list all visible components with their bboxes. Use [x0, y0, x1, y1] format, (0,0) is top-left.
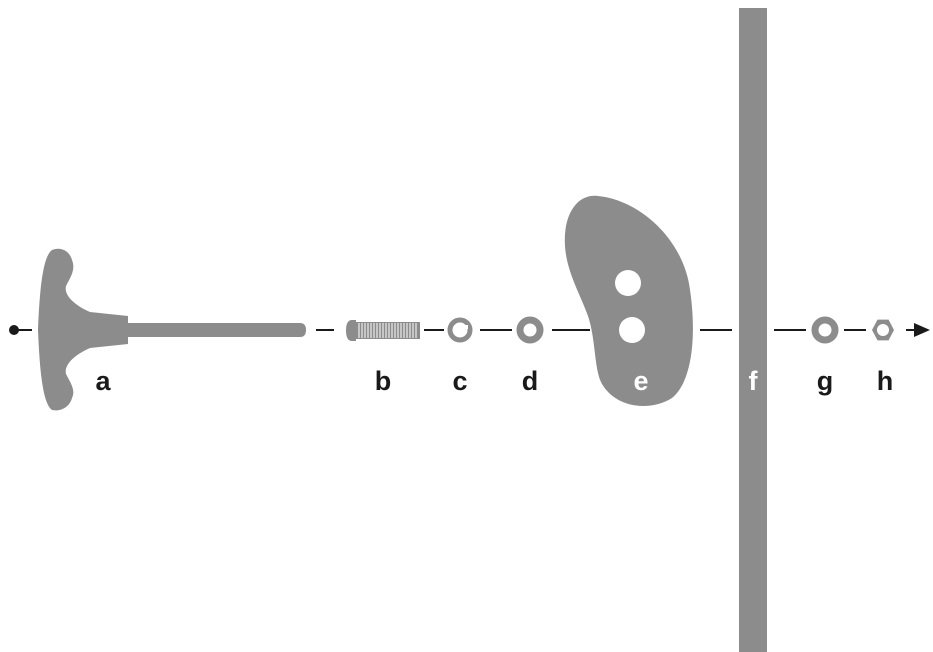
- label-f: f: [749, 366, 759, 396]
- panel: [739, 8, 767, 652]
- hex-nut: [872, 319, 894, 341]
- mounting-plate-body: [564, 195, 693, 407]
- lock-washer-split: [464, 325, 468, 329]
- mounting-plate-hole-lower: [619, 317, 645, 343]
- label-a: a: [95, 366, 111, 396]
- bolt-head: [346, 320, 356, 341]
- rear-washer-ring: [811, 316, 839, 344]
- axis-arrow-head: [914, 323, 930, 337]
- rear-washer: [811, 316, 839, 344]
- flat-washer: [516, 316, 544, 344]
- label-g: g: [817, 366, 834, 396]
- lock-washer: [447, 317, 473, 343]
- mounting-plate-hole-upper: [615, 270, 641, 296]
- t-handle-shaft: [126, 323, 306, 337]
- label-e: e: [633, 366, 648, 396]
- t-handle-grip: [38, 248, 128, 411]
- label-c: c: [452, 366, 467, 396]
- flat-washer-ring: [516, 316, 544, 344]
- lock-washer-ring: [447, 317, 473, 343]
- bolt: [346, 320, 420, 341]
- t-handle-key: [38, 248, 306, 411]
- label-b: b: [375, 366, 392, 396]
- hex-nut-bore: [877, 324, 889, 336]
- bolt-thread: [358, 323, 417, 338]
- assembly-axis: [9, 323, 930, 337]
- label-d: d: [522, 366, 539, 396]
- mounting-plate: [564, 195, 693, 407]
- label-h: h: [877, 366, 894, 396]
